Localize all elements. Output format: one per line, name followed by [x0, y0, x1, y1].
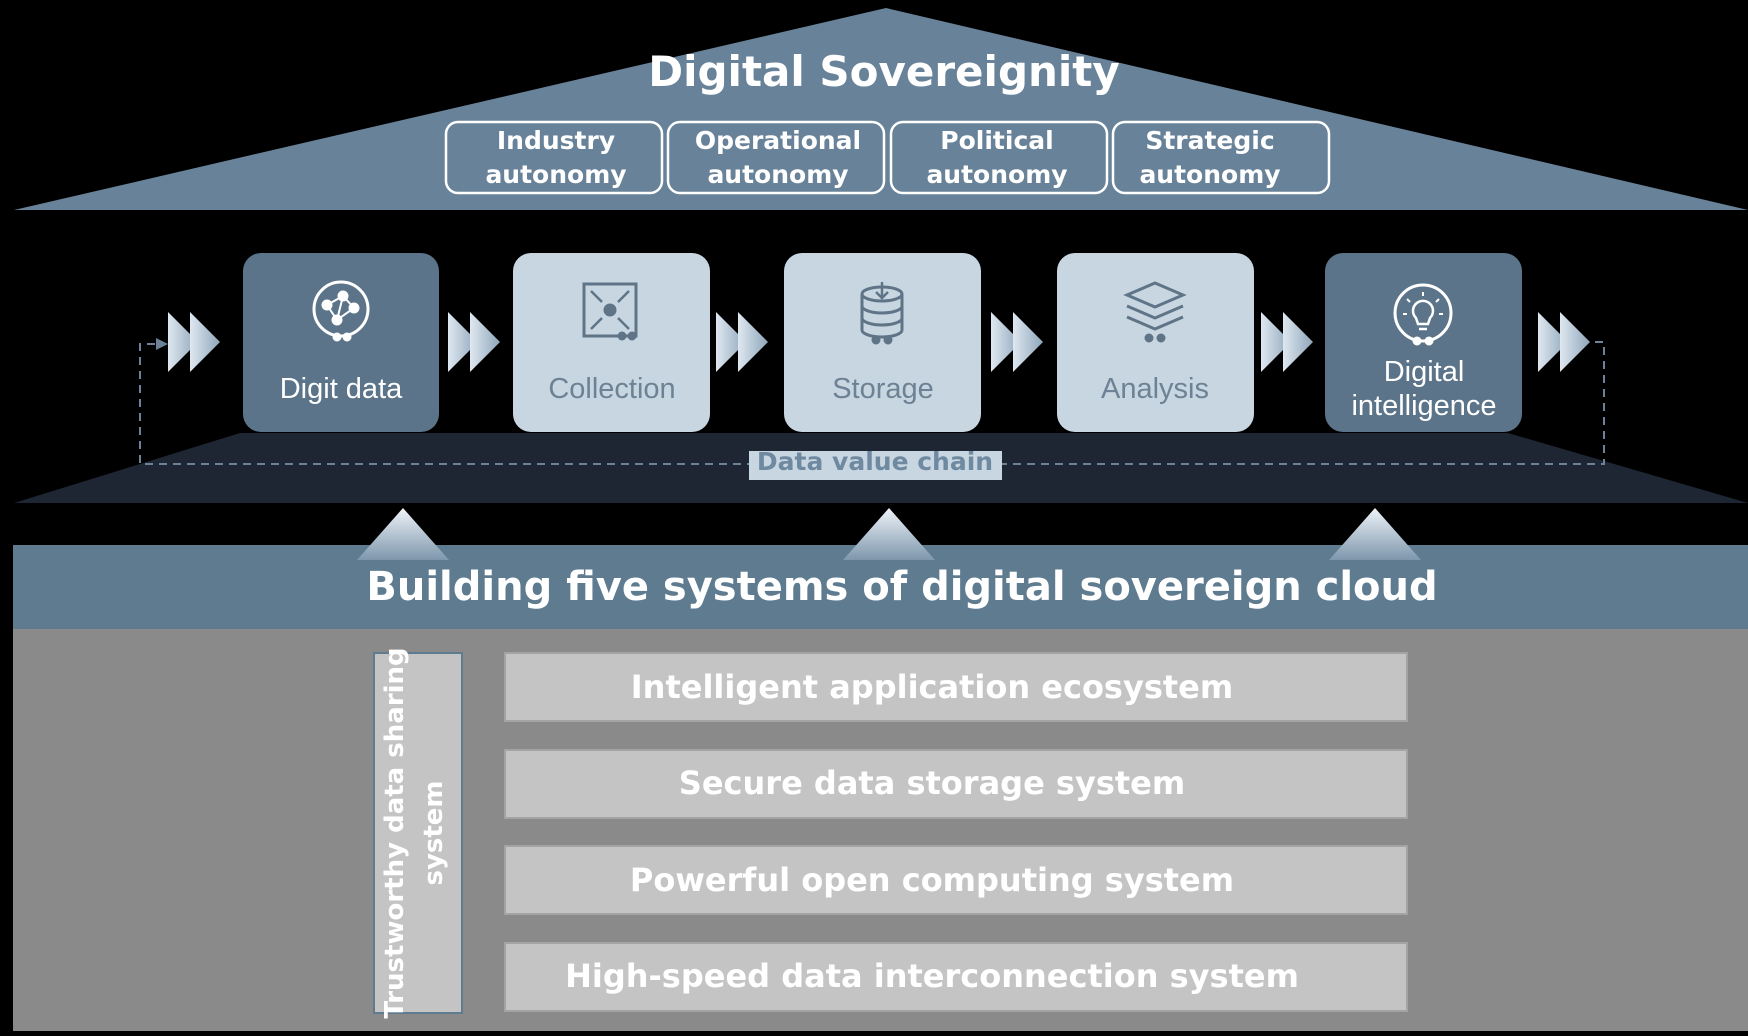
pillar-label-line2: autonomy: [485, 160, 626, 189]
node-label-line2: intelligence: [1351, 390, 1496, 422]
roof: Digital Sovereignity Industry autonomy O…: [14, 8, 1748, 210]
pillar-label-line2: autonomy: [1139, 160, 1280, 189]
layers-icon: [1123, 281, 1187, 343]
node-label-line1: Collection: [548, 373, 675, 405]
system-bar-label: High-speed data interconnection system: [565, 957, 1299, 995]
flow-chevron: [1538, 312, 1590, 372]
system-bar-label: Intelligent application ecosystem: [631, 668, 1233, 706]
pillar-label-line1: Political: [940, 126, 1053, 155]
feedback-loop-line: [139, 341, 1605, 465]
flow-chevron: [716, 312, 768, 372]
pillar-label-line1: Industry: [497, 126, 615, 155]
node-label-line1: Digital: [1384, 356, 1465, 388]
flow-chevron: [168, 312, 220, 372]
pillar-label-line1: Strategic: [1145, 126, 1274, 155]
node-label-line1: Storage: [832, 373, 934, 405]
node-label-line1: Analysis: [1101, 373, 1209, 405]
system-bar-label: Powerful open computing system: [630, 861, 1234, 899]
pillar-label-line2: autonomy: [926, 160, 1067, 189]
lightbulb-icon: [1393, 283, 1453, 346]
side-system-label-line2: system: [419, 780, 449, 885]
chain-node-collection: Collection: [513, 253, 710, 432]
chain-node-analysis: Analysis: [1057, 253, 1254, 432]
support-arrow: [357, 508, 449, 560]
pillar-strategic-autonomy: Strategic autonomy: [1111, 120, 1331, 195]
network-icon: [312, 280, 370, 342]
chain-node-digital-intelligence: Digital intelligence: [1325, 253, 1522, 432]
system-bar: Intelligent application ecosystem: [504, 652, 1408, 722]
chain-node-storage: Storage: [784, 253, 981, 432]
roof-shape: [14, 8, 1748, 210]
pillar-label-line1: Operational: [695, 126, 861, 155]
chain-node-digit-data: Digit data: [243, 253, 439, 432]
foundation-title: Building five systems of digital soverei…: [366, 564, 1437, 610]
database-icon: [860, 282, 904, 345]
feedback-arrow-head: [156, 338, 168, 350]
flow-chevron: [1261, 312, 1313, 372]
system-bar: Powerful open computing system: [504, 845, 1408, 915]
flow-chevron: [991, 312, 1043, 372]
pillar-operational-autonomy: Operational autonomy: [666, 120, 886, 195]
side-system-label-line1: Trustworthy data sharing: [380, 647, 410, 1018]
roof-title: Digital Sovereignity: [648, 47, 1120, 96]
pillar-industry-autonomy: Industry autonomy: [444, 120, 664, 195]
chain-label-text: Data value chain: [757, 447, 993, 476]
system-bar: Secure data storage system: [504, 749, 1408, 819]
chain-label: Data value chain: [749, 447, 1002, 480]
system-bar-label: Secure data storage system: [679, 764, 1185, 802]
system-bar: High-speed data interconnection system: [504, 942, 1408, 1012]
collection-icon: [582, 282, 638, 341]
support-arrow: [843, 508, 935, 560]
pillar-label-line2: autonomy: [707, 160, 848, 189]
pillar-political-autonomy: Political autonomy: [889, 120, 1109, 195]
support-arrow: [1329, 508, 1421, 560]
flow-chevron: [448, 312, 500, 372]
node-label-line1: Digit data: [280, 373, 403, 405]
side-system-trustworthy-data-sharing: Trustworthy data sharing system: [373, 647, 463, 1019]
